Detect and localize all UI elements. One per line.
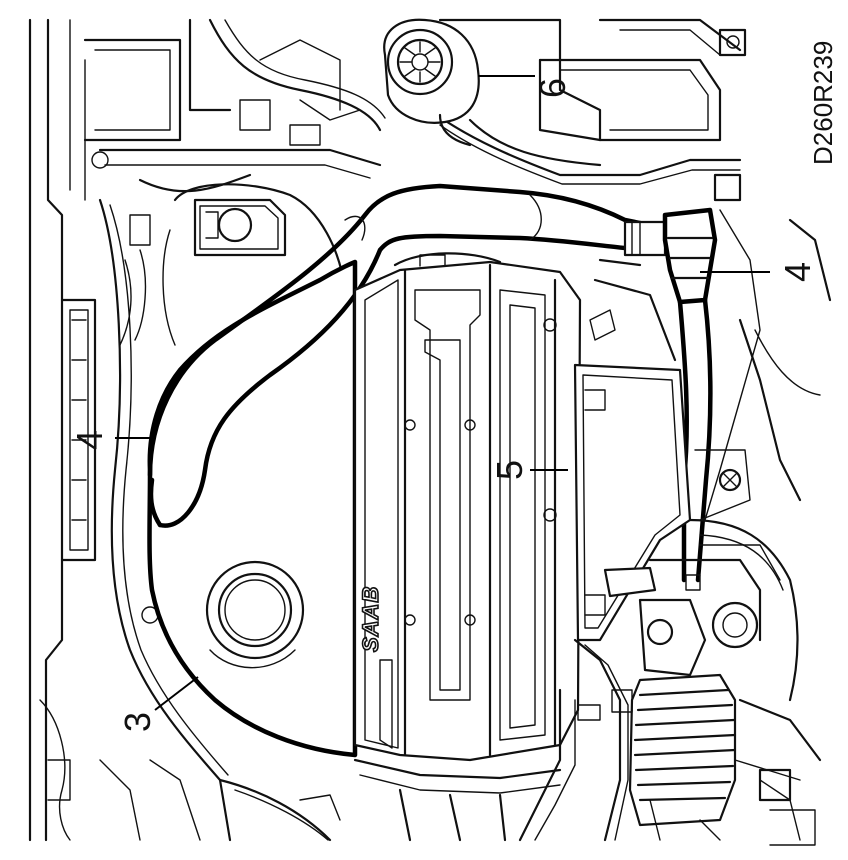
- engine-cover: [147, 259, 358, 758]
- cam-cover: SAAB: [353, 252, 582, 762]
- expansion-tank-cap: [383, 18, 480, 147]
- leader-3: [154, 676, 199, 711]
- callout-3: 3: [117, 712, 158, 732]
- saab-logo: SAAB: [358, 586, 383, 652]
- intake-bellows: [603, 544, 781, 827]
- callout-5: 5: [489, 460, 530, 480]
- brake-servo: [119, 183, 352, 346]
- figure-reference: D260R239: [808, 41, 838, 165]
- callout-4-left: 4: [69, 430, 110, 450]
- air-box: [573, 209, 832, 702]
- left-body-frame: [28, 18, 232, 842]
- top-components: [83, 18, 747, 202]
- lower-wiring: [99, 638, 822, 846]
- leader-lines: [115, 75, 770, 711]
- callout-6: 6: [532, 78, 573, 98]
- callout-4-right: 4: [777, 262, 818, 282]
